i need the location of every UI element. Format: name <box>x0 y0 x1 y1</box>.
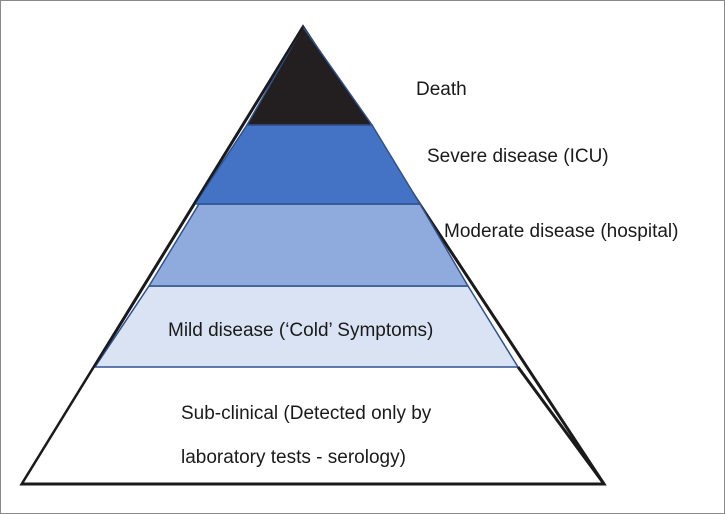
tier-severe <box>193 124 422 205</box>
pyramid-right-edge <box>516 366 606 485</box>
label-death: Death <box>416 79 467 100</box>
label-subclinical-line1: Sub-clinical (Detected only by <box>181 403 432 424</box>
tier-subclinical <box>22 367 604 484</box>
pyramid-left-edge <box>21 26 304 485</box>
label-mild-disease: Mild disease (‘Cold’ Symptoms) <box>168 320 434 341</box>
label-subclinical-line2: laboratory tests - serology) <box>181 447 406 468</box>
tier-moderate <box>147 203 470 287</box>
label-severe-disease: Severe disease (ICU) <box>427 146 609 167</box>
tier-death <box>245 25 374 126</box>
label-moderate-disease: Moderate disease (hospital) <box>444 221 679 242</box>
